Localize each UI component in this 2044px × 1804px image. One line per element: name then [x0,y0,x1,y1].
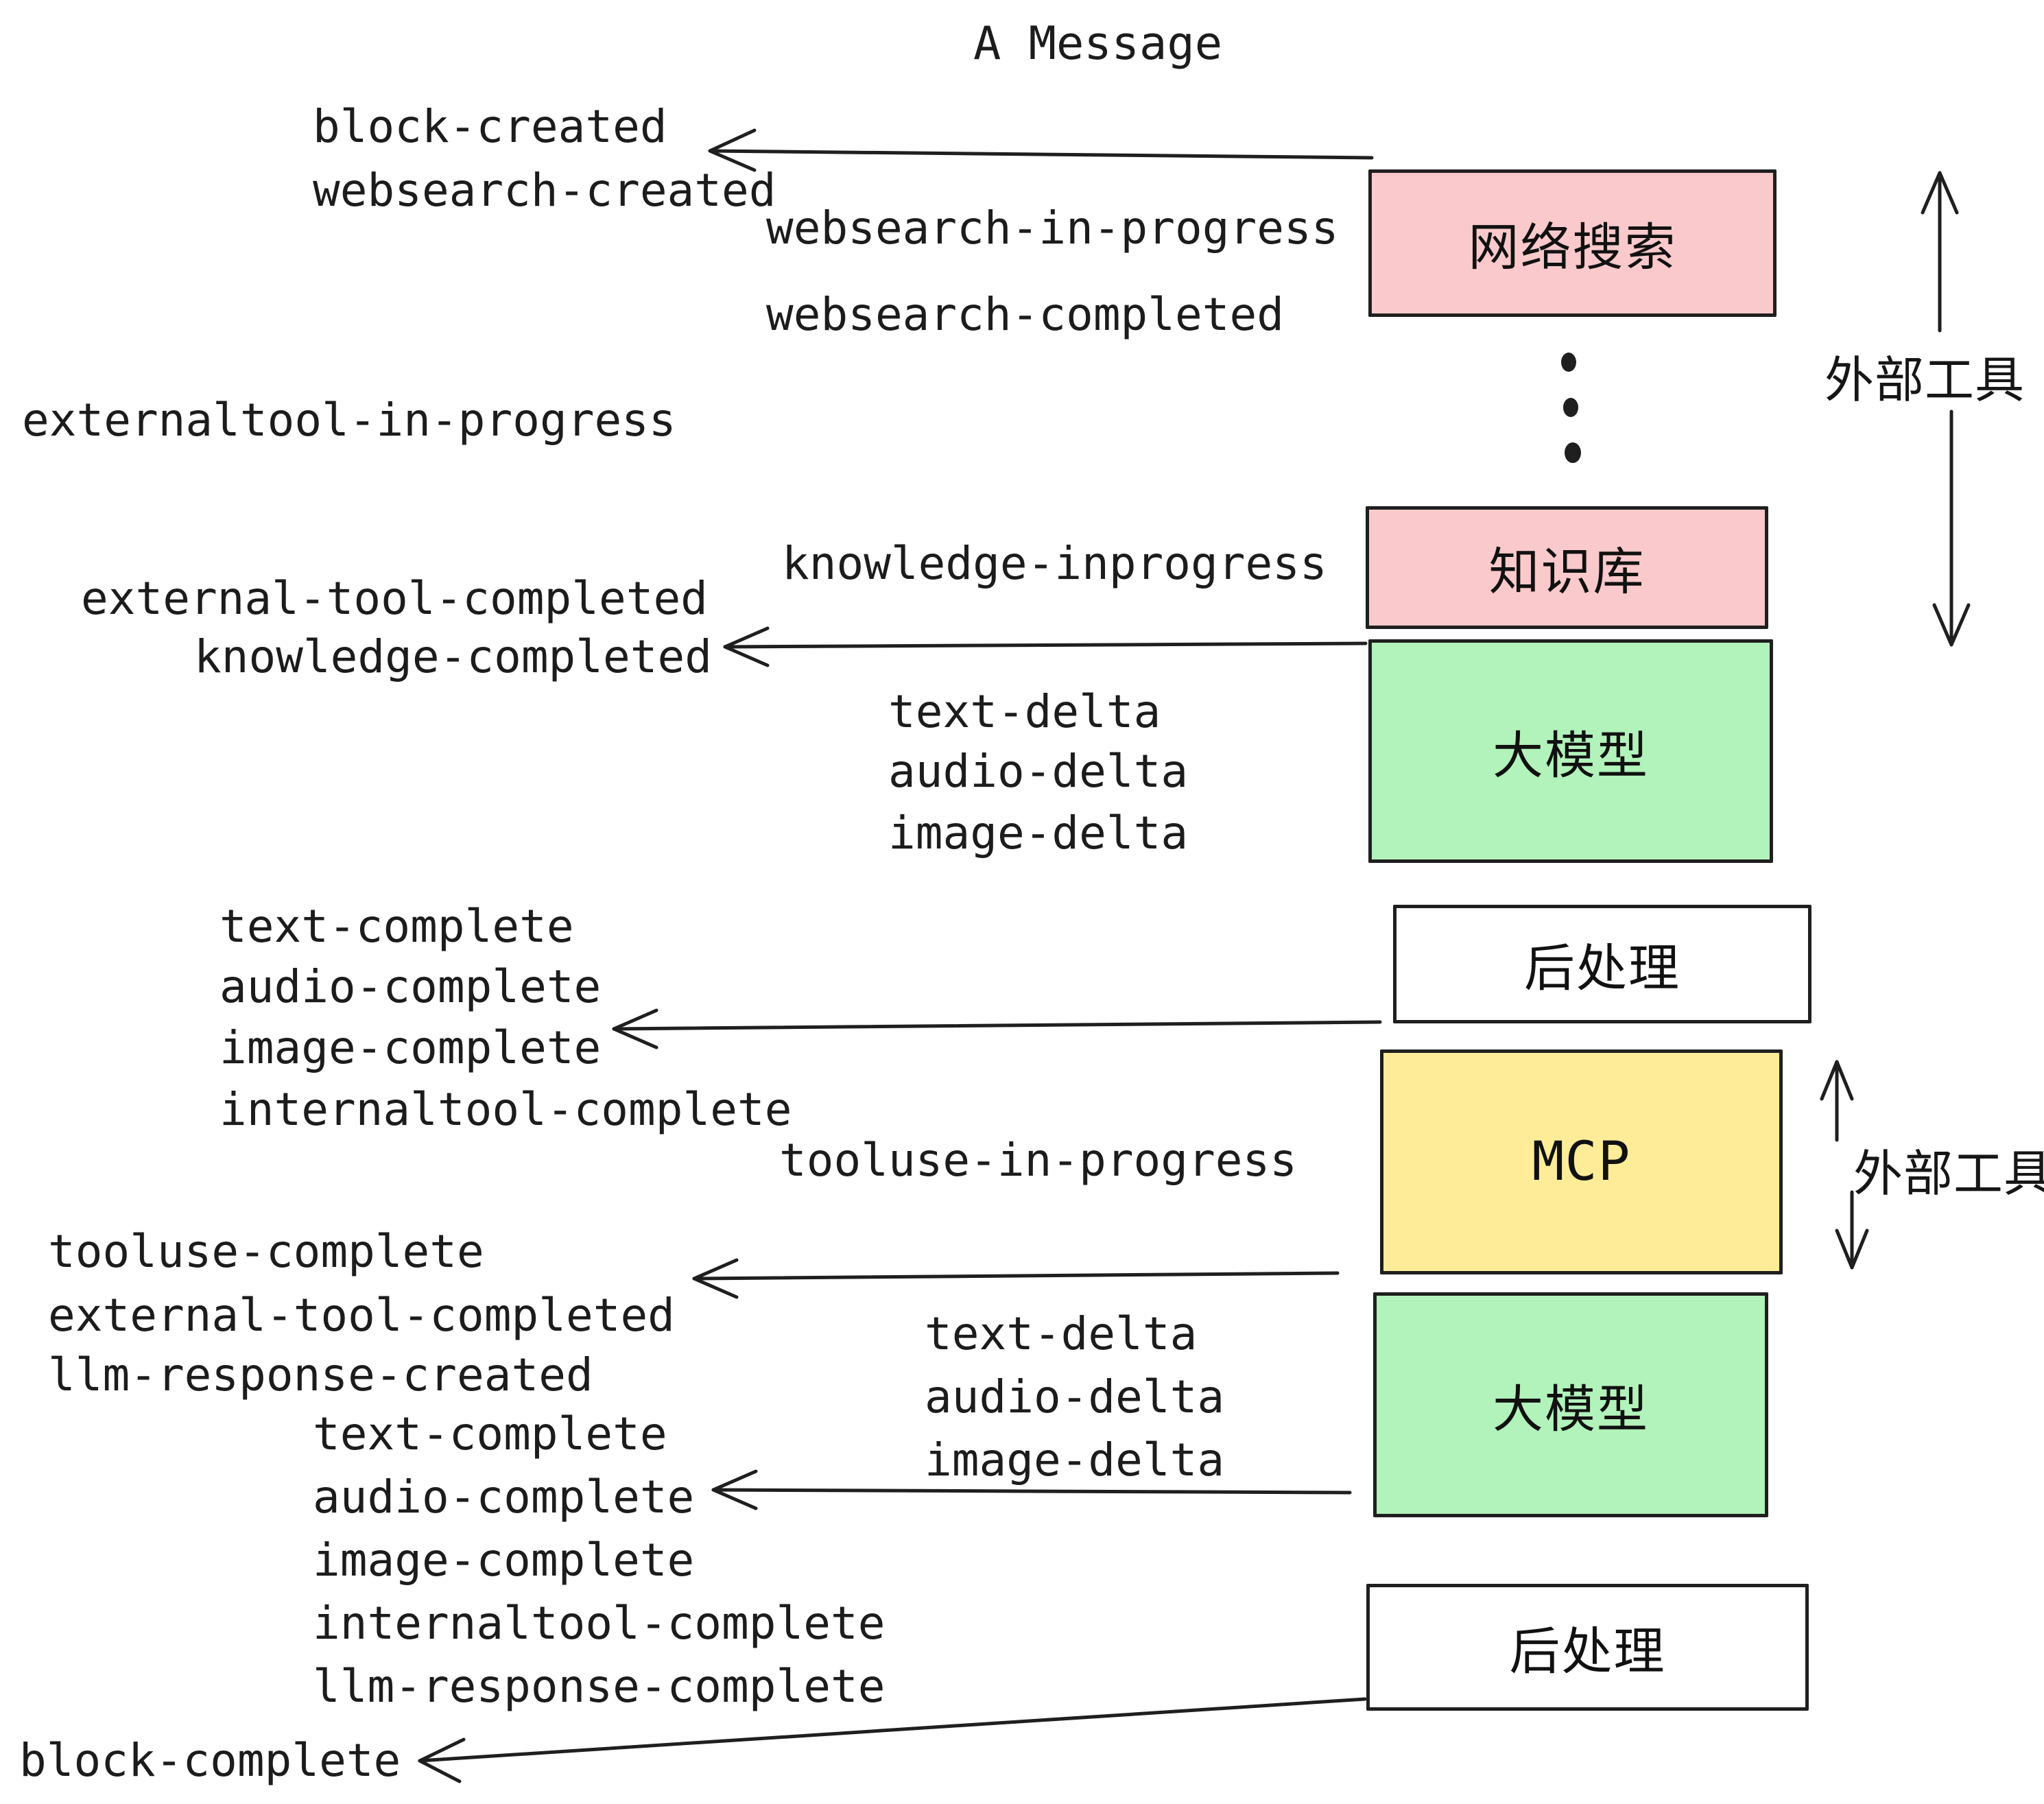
event-label-image-complete-1: image-complete [219,1021,602,1074]
event-label-image-complete-2: image-complete [313,1534,695,1587]
mcp-up-arrow [1820,1060,1854,1142]
box-llm-2: 大模型 [1373,1292,1768,1517]
box-mcp: MCP [1380,1049,1783,1274]
box-llm-1-label: 大模型 [1493,726,1649,785]
box-postprocess-1: 后处理 [1393,905,1811,1023]
event-label-image-delta-2: image-delta [925,1434,1225,1486]
event-label-websearch-in-progress: websearch-in-progress [766,202,1339,254]
side-label-external-tool-mid: 外部工具 [1853,1145,2044,1202]
event-label-text-complete-1: text-complete [219,900,574,953]
event-label-knowledge-inprogress: knowledge-inprogress [782,537,1327,590]
box-knowledge: 知识库 [1366,506,1768,629]
event-label-image-delta-1: image-delta [888,807,1189,859]
box-mcp-label: MCP [1532,1131,1631,1193]
event-label-llm-response-complete: llm-response-complete [313,1660,886,1713]
event-label-knowledge-completed: knowledge-completed [194,630,712,683]
box-knowledge-label: 知识库 [1488,543,1645,602]
event-label-text-delta-1: text-delta [888,685,1161,738]
box-llm-1: 大模型 [1368,639,1773,863]
box-postprocess-2: 后处理 [1366,1584,1809,1711]
event-label-block-created: block-created [313,100,667,153]
event-label-websearch-completed: websearch-completed [766,288,1284,341]
ellipsis-dots [1561,353,1581,463]
event-label-audio-complete-1: audio-complete [219,960,602,1013]
event-label-tooluse-complete: tooluse-complete [48,1225,484,1278]
external-tool-down-arrow [1932,410,1971,647]
external-tool-up-arrow [1921,171,1959,333]
box-llm-2-label: 大模型 [1493,1379,1649,1439]
arrow-knowledge-to-completed [723,626,1368,667]
event-label-external-tool-completed-2: external-tool-completed [48,1289,675,1342]
event-label-websearch-created: websearch-created [313,164,776,217]
event-label-internaltool-complete-1: internaltool-complete [219,1083,792,1136]
event-label-external-tool-completed-1: external-tool-completed [81,572,708,625]
event-label-llm-response-created: llm-response-created [48,1349,593,1401]
event-label-audio-delta-2: audio-delta [925,1370,1225,1423]
diagram-title: A Message [973,16,1223,70]
event-label-text-delta-2: text-delta [925,1307,1198,1360]
arrow-mcp-to-tooluse-complete [692,1258,1340,1299]
side-label-external-tool-top: 外部工具 [1825,351,2025,409]
event-label-internaltool-complete-2: internaltool-complete [313,1597,886,1650]
box-postprocess-1-label: 后处理 [1524,939,1680,998]
event-label-externaltool-in-progress: externaltool-in-progress [22,394,676,447]
event-label-audio-delta-1: audio-delta [888,745,1189,798]
box-postprocess-2-label: 后处理 [1509,1622,1666,1681]
event-label-block-complete: block-complete [19,1734,401,1787]
arrow-websearch-to-created [708,128,1374,172]
event-label-audio-complete-2: audio-complete [313,1471,695,1523]
arrow-post1-to-complete [612,1008,1382,1049]
event-label-text-complete-2: text-complete [313,1408,667,1460]
box-websearch-label: 网络搜索 [1468,218,1677,277]
box-websearch: 网络搜索 [1368,169,1776,317]
event-label-tooluse-in-progress: tooluse-in-progress [779,1134,1297,1187]
